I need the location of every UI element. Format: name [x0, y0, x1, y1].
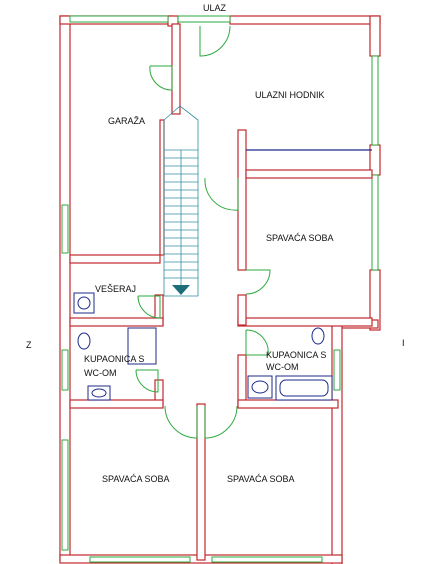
wall-bedroom-south-pier [237, 294, 247, 326]
door-laundry [137, 295, 161, 319]
toilet-left [77, 332, 91, 350]
label-bedroom-east: SPAVAĆA SOBA [266, 233, 334, 243]
label-west-marker: Z [26, 340, 32, 350]
window-sw-west [61, 439, 69, 551]
window-sw-south [89, 556, 191, 563]
staircase [163, 105, 199, 297]
door-bedroom-se [204, 405, 238, 439]
stair-arrow-icon [172, 285, 190, 295]
window-entrance [177, 15, 231, 23]
wall-north-right [229, 15, 381, 25]
door-bedroom-east [245, 269, 271, 295]
window-bath-west [61, 349, 69, 391]
label-east-marker: I [402, 338, 405, 348]
door-bath-left [135, 369, 159, 393]
toilet-right [311, 327, 325, 345]
window-bedroom-east [371, 174, 379, 271]
door-bedroom-sw [164, 405, 198, 439]
wall-bath-left-south [69, 399, 164, 409]
window-se-south [211, 556, 323, 563]
wall-bath-right-west [237, 354, 247, 406]
bathtub-inner [279, 379, 329, 397]
door-entrance [199, 25, 231, 57]
sink-right-basin [251, 380, 269, 394]
window-hall-east [371, 55, 379, 146]
label-bathroom-left-2: WC-OM [84, 368, 117, 378]
doors [135, 25, 271, 439]
interior-walls [69, 23, 373, 561]
wall-bedroom-north [245, 169, 373, 179]
wall-bedroom-south [237, 317, 373, 327]
window-bath-east [333, 349, 341, 391]
room-labels: ULAZ Z I GARAŽA ULAZNI HODNIK SPAVAĆA SO… [26, 3, 405, 484]
label-bathroom-left-1: KUPAONICA S [84, 354, 144, 364]
label-laundry: VEŠERAJ [95, 284, 136, 294]
label-bedroom-sw: SPAVAĆA SOBA [102, 474, 170, 484]
wall-stair-west [159, 119, 165, 256]
wall-bath-left-north [69, 317, 164, 327]
sink-left-basin [91, 388, 107, 398]
wall-east-upper [369, 15, 381, 57]
door-garage [149, 65, 173, 91]
wall-garage-east [171, 23, 181, 115]
label-bathroom-right-1: KUPAONICA S [266, 350, 326, 360]
fixtures [73, 149, 372, 401]
wall-bedroom-west [237, 129, 247, 271]
stair-outline [163, 105, 199, 297]
door-hall [204, 177, 239, 211]
label-bedroom-se: SPAVAĆA SOBA [227, 474, 295, 484]
wall-bath-right-south [237, 399, 339, 409]
label-entrance: ULAZ [203, 3, 227, 13]
label-entrance-hall: ULAZNI HODNIK [255, 90, 325, 100]
label-bathroom-right-2: WC-OM [266, 362, 299, 372]
shower-left [127, 327, 157, 365]
wall-bedroom-divider [196, 403, 206, 561]
door-bath-right [245, 329, 269, 356]
washing-machine-drum [77, 296, 91, 310]
window-garage-north [69, 15, 169, 23]
label-garage: GARAŽA [108, 116, 145, 126]
window-garage-west [61, 204, 69, 254]
windows [61, 15, 379, 563]
wall-garage-south [69, 254, 161, 264]
